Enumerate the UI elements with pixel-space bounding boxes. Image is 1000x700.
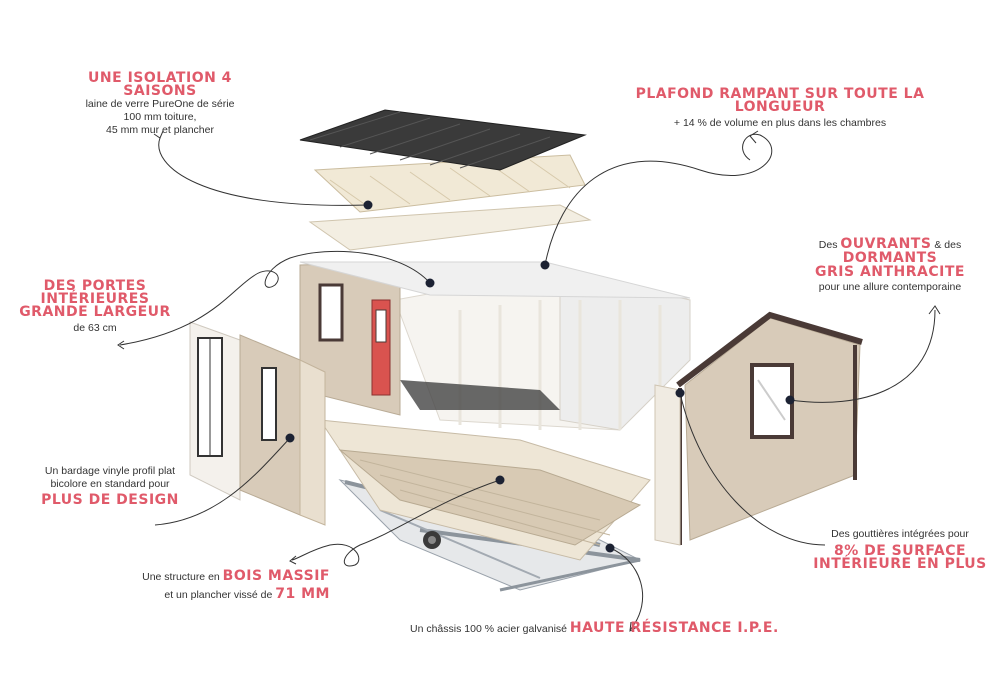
bardage-line2: bicolore en standard pour (50, 478, 170, 490)
isolation-line1: laine de verre PureOne de série (85, 98, 235, 110)
chassis-dot (605, 543, 615, 553)
isolation-dot (363, 200, 373, 210)
plafond-title: Plafond rampant sur toute la longueur (635, 86, 925, 115)
left-panels-illustration (189, 321, 326, 526)
isolation-title: Une isolation 4 saisons (88, 70, 232, 99)
plafond-detail: + 14 % de volume en plus dans les chambr… (673, 117, 887, 129)
gouttieres-hl2: intérieure en plus (813, 556, 987, 572)
floor-deck-illustration (318, 419, 651, 561)
structure-pre1: Une structure en (142, 571, 223, 583)
portes-title1: Des portes intérieures (40, 278, 150, 307)
gouttieres-dot (675, 388, 685, 398)
right-end-wall-illustration (654, 311, 863, 546)
annotation-ouvrants: Des ouvrants & des dormants gris anthrac… (775, 236, 1000, 294)
plafond-dot (540, 260, 550, 270)
gouttieres-hl1: 8% de surface (833, 543, 967, 559)
portes-detail: de 63 cm (73, 322, 117, 334)
annotation-chassis: Un châssis 100 % acier galvanisé haute r… (410, 620, 790, 636)
ouvrants-dot (785, 395, 795, 405)
isolation-line2: 100 mm toiture, (123, 111, 197, 123)
annotation-isolation: Une isolation 4 saisons laine de verre P… (60, 70, 260, 137)
annotation-structure: Une structure en bois massif et un planc… (100, 568, 330, 602)
isolation-line3: 45 mm mur et plancher (106, 124, 214, 136)
annotation-portes: Des portes intérieures grande largeur de… (5, 278, 185, 335)
annotation-gouttieres: Des gouttières intégrées pour 8% de surf… (800, 528, 1000, 571)
ouvrants-hl1: ouvrants (840, 236, 932, 252)
portes-dot (425, 278, 435, 288)
ouvrants-hl2: dormants (842, 250, 938, 266)
ouvrants-mid: & des (931, 239, 962, 251)
chassis-hl: haute résistance I.P.E. (569, 620, 779, 636)
frame-illustration (394, 269, 691, 431)
callout-dots (285, 200, 795, 553)
arrowheads (117, 130, 941, 632)
roof-layers-illustration (299, 109, 691, 299)
ouvrants-pre: Des (818, 239, 841, 251)
structure-hl1: bois massif (222, 568, 330, 584)
gouttieres-line1: Des gouttières intégrées pour (831, 528, 969, 540)
chassis-pre: Un châssis 100 % acier galvanisé (410, 623, 570, 635)
structure-dot (495, 475, 505, 485)
structure-hl2: 71 mm (275, 586, 330, 602)
annotation-plafond: Plafond rampant sur toute la longueur + … (610, 86, 950, 130)
ouvrants-detail: pour une allure contemporaine (818, 281, 962, 293)
bardage-dot (285, 433, 295, 443)
ouvrants-hl3: gris anthracite (815, 264, 965, 280)
bardage-line1: Un bardage vinyle profil plat (44, 465, 176, 477)
annotation-bardage: Un bardage vinyle profil plat bicolore e… (10, 465, 210, 507)
structure-pre2: et un plancher vissé de (164, 589, 276, 601)
portes-title2: grande largeur (19, 304, 171, 320)
bardage-hl: plus de design (41, 492, 179, 508)
